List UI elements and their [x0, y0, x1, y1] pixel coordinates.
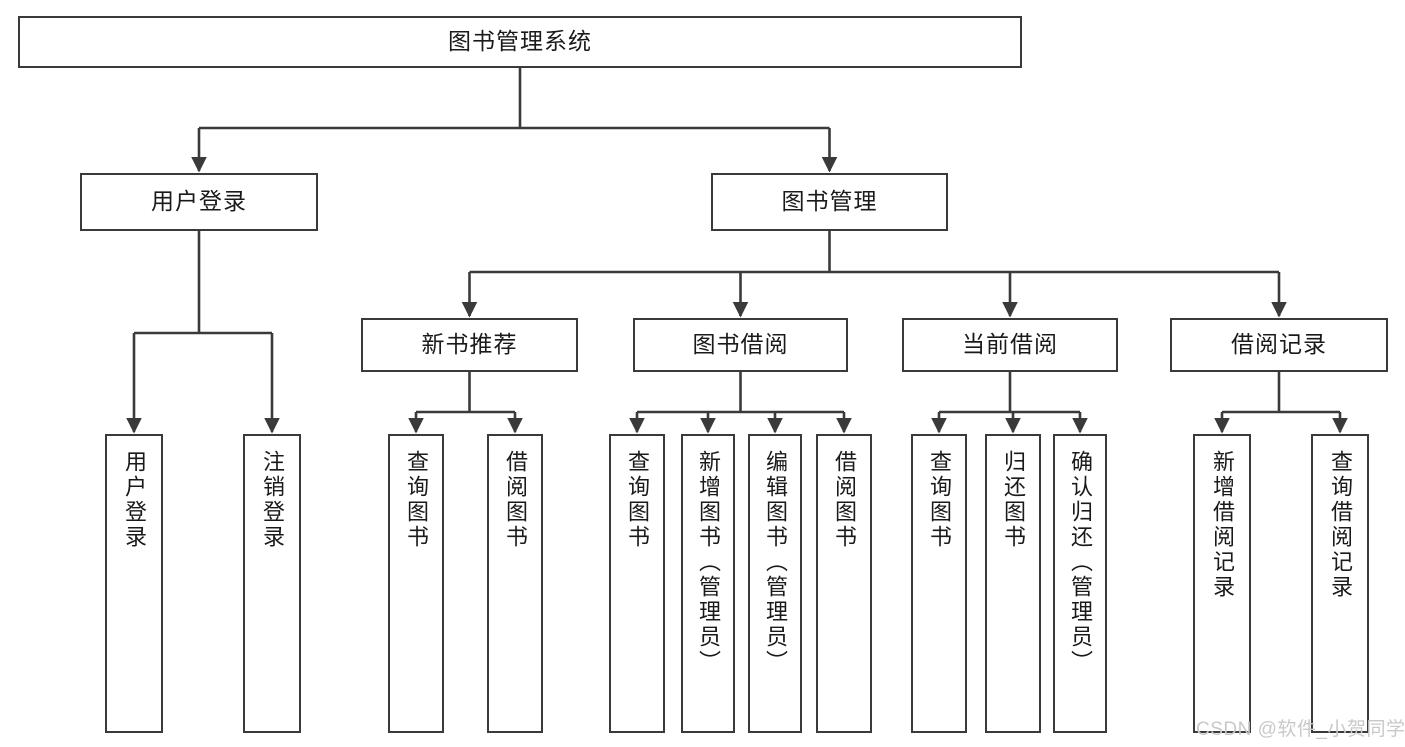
node-root-system[interactable]: 图书管理系统 — [18, 16, 1022, 68]
node-label: 查询图书 — [625, 450, 650, 550]
node-leaf-leaf-query-record[interactable]: 查询借阅记录 — [1311, 434, 1369, 733]
node-label: 归还图书 — [1001, 450, 1026, 550]
node-label: 当前借阅 — [962, 331, 1058, 358]
node-level3-borrow-record[interactable]: 借阅记录 — [1170, 318, 1388, 372]
node-label: 用户登录 — [122, 450, 147, 550]
node-leaf-leaf-query-book-2[interactable]: 查询图书 — [609, 434, 665, 733]
node-label: 查询图书 — [404, 450, 429, 550]
node-leaf-leaf-add-book[interactable]: 新增图书（管理员） — [681, 434, 735, 733]
node-leaf-leaf-borrow-book-1[interactable]: 借阅图书 — [487, 434, 543, 733]
node-leaf-leaf-user-login[interactable]: 用户登录 — [105, 434, 163, 733]
node-level2-user-login[interactable]: 用户登录 — [80, 173, 318, 231]
node-label: 图书管理系统 — [448, 28, 592, 55]
node-leaf-leaf-add-record[interactable]: 新增借阅记录 — [1193, 434, 1251, 733]
node-label: 编辑图书（管理员） — [763, 450, 788, 675]
node-leaf-leaf-query-book-1[interactable]: 查询图书 — [388, 434, 444, 733]
node-label: 查询借阅记录 — [1328, 450, 1353, 600]
node-level3-current-borrow[interactable]: 当前借阅 — [902, 318, 1118, 372]
node-label: 图书管理 — [781, 188, 878, 215]
node-label: 借阅记录 — [1231, 331, 1327, 358]
node-label: 新增图书（管理员） — [696, 450, 721, 675]
node-leaf-leaf-return-book[interactable]: 归还图书 — [985, 434, 1041, 733]
node-label: 注销登录 — [260, 450, 285, 550]
node-label: 图书借阅 — [692, 331, 789, 358]
node-label: 借阅图书 — [503, 450, 528, 550]
node-label: 借阅图书 — [832, 450, 857, 550]
node-level3-book-borrow[interactable]: 图书借阅 — [633, 318, 848, 372]
node-leaf-leaf-query-book-3[interactable]: 查询图书 — [911, 434, 967, 733]
node-label: 确认归还（管理员） — [1068, 450, 1093, 675]
node-leaf-leaf-edit-book[interactable]: 编辑图书（管理员） — [748, 434, 802, 733]
node-level2-book-manage[interactable]: 图书管理 — [711, 173, 948, 231]
node-leaf-leaf-borrow-book-2[interactable]: 借阅图书 — [816, 434, 872, 733]
node-label: 查询图书 — [927, 450, 952, 550]
node-leaf-leaf-confirm-return[interactable]: 确认归还（管理员） — [1053, 434, 1107, 733]
node-leaf-leaf-logout[interactable]: 注销登录 — [243, 434, 301, 733]
node-level3-new-book-recommend[interactable]: 新书推荐 — [361, 318, 578, 372]
node-label: 新增借阅记录 — [1210, 450, 1235, 600]
node-label: 新书推荐 — [421, 331, 518, 358]
node-label: 用户登录 — [151, 188, 247, 215]
